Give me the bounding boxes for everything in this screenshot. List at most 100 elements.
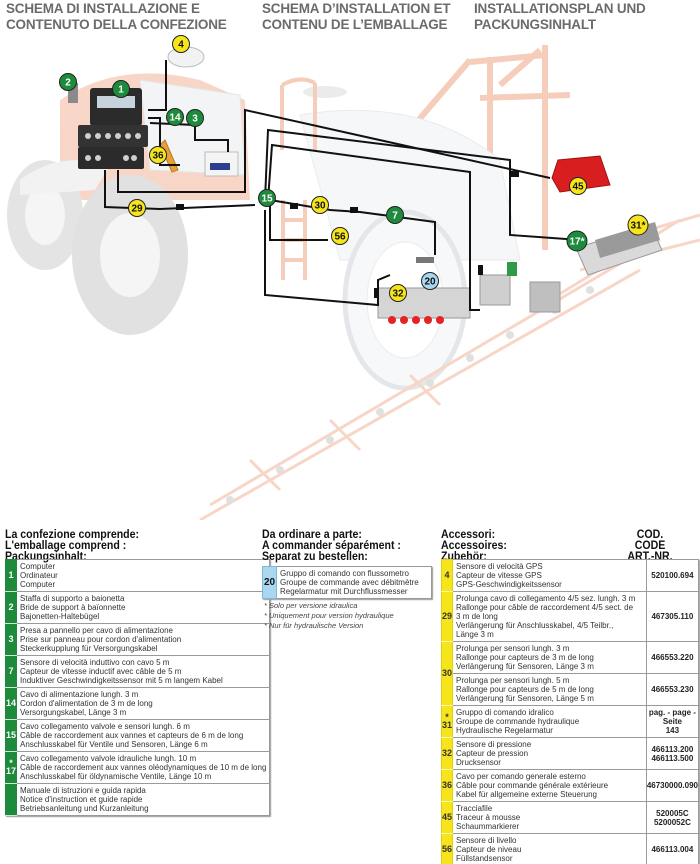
- article-code: 467305.110: [645, 591, 699, 642]
- item-number: 20: [262, 566, 277, 599]
- item-number: 30: [440, 641, 454, 706]
- callout-56: 56: [331, 227, 349, 245]
- description-line: Bride de support à baïonnette: [20, 603, 126, 612]
- description-line: Capteur de pression: [456, 749, 529, 758]
- description-line: Versorgungskabel, Länge 3 m: [20, 708, 127, 717]
- description-line: 3 m de long: [456, 612, 498, 621]
- description-line: Rallonge pour capteurs de 5 m de long: [456, 685, 594, 694]
- article-code-value: 143: [665, 726, 680, 735]
- description-line: Traceur à mousse: [456, 813, 521, 822]
- callout-number: 45: [572, 182, 584, 193]
- description-line: Prise sur panneau pour cordon d'alimenta…: [20, 635, 182, 644]
- callout-number: 29: [131, 204, 143, 215]
- item-description: Prolunga cavo di collegamento 4/5 sez. l…: [452, 591, 647, 642]
- item-number-label: 17: [6, 766, 17, 776]
- article-code-value: 466553.230: [651, 685, 694, 694]
- description-line: Cordon d'alimentation de 3 m de long: [20, 699, 153, 708]
- callout-badge: [311, 196, 329, 214]
- callout-7: 7: [386, 206, 404, 224]
- callout-4: 4: [172, 35, 190, 53]
- hydraulic-only-mark: *: [9, 758, 13, 768]
- article-code-value: 466553.220: [651, 653, 694, 662]
- callout-number: 56: [334, 232, 346, 243]
- description-line: Regelarmatur mit Durchflussmesser: [280, 587, 408, 596]
- item-number: 32: [440, 737, 454, 770]
- callout-badge: [172, 35, 190, 53]
- callout-2: 2: [59, 73, 77, 91]
- description-line: Verlängerung für Sensoren, Länge 3 m: [456, 662, 594, 671]
- item-number: 15: [4, 719, 18, 752]
- title-french: SCHEMA D’INSTALLATION ET CONTENU DE L’EM…: [262, 1, 451, 32]
- callout-number: 31*: [630, 221, 645, 232]
- battery: [204, 151, 239, 177]
- title-german: INSTALLATIONSPLAN UND PACKUNGSINHALT: [474, 1, 646, 32]
- description-line: Füllstandsensor: [456, 854, 513, 863]
- callout-badge: [112, 80, 130, 98]
- callout-36: 36: [149, 146, 167, 164]
- callout-30: 30: [311, 196, 329, 214]
- description-line: Hydraulische Regelarmatur: [456, 726, 553, 735]
- article-code: 520100.694: [645, 559, 699, 592]
- description-line: Induktiver Geschwindigkeitssensor mit 5 …: [20, 676, 223, 685]
- description-line: Capteur de vitesse GPS: [456, 571, 542, 580]
- callout-badge: [128, 199, 146, 217]
- callout-badge: [627, 214, 649, 236]
- callout-badge: [566, 230, 588, 252]
- item-number: 3: [4, 623, 18, 656]
- callout-15: 15: [258, 189, 276, 207]
- callout-32: 32: [389, 284, 407, 302]
- description-line: Capteur de niveau: [456, 845, 522, 854]
- hydraulic-only-mark: *: [445, 712, 449, 722]
- article-code-value: 466113.004: [651, 845, 694, 854]
- item-number-label: 1: [8, 570, 14, 580]
- description-line: Anschlusskabel für öldynamische Ventile,…: [20, 772, 212, 781]
- callout-badge: [149, 146, 167, 164]
- item-number-label: 4: [444, 570, 450, 580]
- item-number-label: 20: [263, 577, 276, 588]
- callout-number: 15: [261, 194, 273, 205]
- callout-1: 1: [112, 80, 130, 98]
- separate-order-heading: Da ordinare a parte: A commander séparém…: [262, 529, 401, 563]
- callout-badge: [331, 227, 349, 245]
- description-line: Prolunga cavo di collegamento 4/5 sez. l…: [456, 594, 636, 603]
- control-valve-group: [377, 262, 561, 324]
- description-line: Länge 3 m: [456, 630, 494, 639]
- description-line: Sensore di pressione: [456, 740, 532, 749]
- description-line: Staffa di supporto a baionetta: [20, 594, 125, 603]
- item-number-label: 31: [442, 720, 453, 730]
- item-number: 7: [4, 655, 18, 688]
- article-code-value: 520100.694: [651, 571, 694, 580]
- description-line: Verlängerung für Sensoren, Länge 5 m: [456, 694, 594, 703]
- item-number-label: 36: [442, 780, 453, 790]
- description-line: Kabel für allgemeine externe Steuerung: [456, 790, 597, 799]
- callout-number: 1: [118, 85, 124, 96]
- description-line: Câble de raccordement aux vannes oléodyn…: [20, 763, 267, 772]
- item-number: [4, 783, 18, 816]
- item-number: *31: [440, 705, 454, 738]
- accessories-heading: Accessori: Accessoires: Zubehör:: [441, 529, 507, 563]
- article-code-value: 5200052C: [653, 817, 691, 827]
